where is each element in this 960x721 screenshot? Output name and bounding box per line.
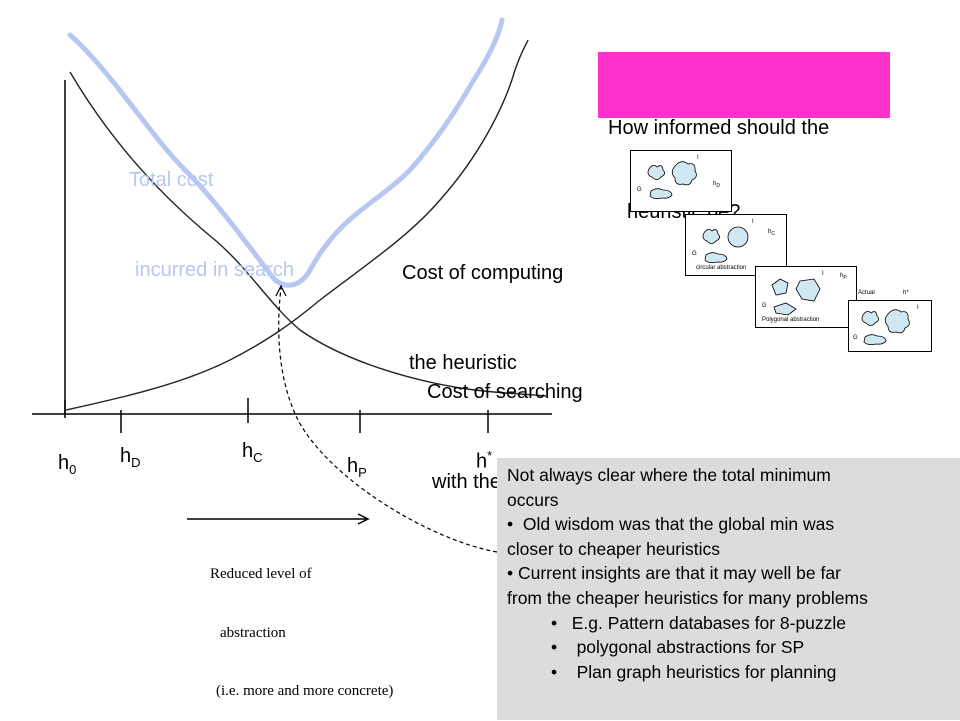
- tick-label-hc: hC: [242, 440, 263, 465]
- thumbnail-hstar-start: I: [917, 305, 919, 311]
- question-box: How informed should the heuristic be?: [598, 52, 890, 223]
- abstraction-arrowhead: [357, 513, 370, 525]
- tick-label-hd: hD: [120, 445, 141, 470]
- computing-cost-label-line1: Cost of computing: [402, 262, 564, 284]
- obstacle-map-hp: [771, 278, 821, 316]
- notes-line4: closer to cheaper heuristics: [507, 538, 721, 559]
- thumbnail-hc-start: I: [752, 219, 754, 225]
- thumbnail-hc-corner: hC: [768, 229, 775, 238]
- notes-line7: • E.g. Pattern databases for 8-puzzle: [551, 612, 847, 633]
- notes-line8: • polygonal abstractions for SP: [551, 637, 805, 658]
- searching-cost-curve: [69, 71, 547, 397]
- thumbnail-hc-goal: G: [692, 251, 697, 257]
- tick-label-hstar: h*: [476, 448, 493, 473]
- notes-box: Not always clear where the total minimum…: [497, 458, 960, 720]
- thumbnail-hstar-corner: h*: [903, 290, 909, 296]
- thumbnail-hd-goal: G: [637, 187, 642, 193]
- computing-cost-curve: [65, 39, 529, 411]
- notes-line3: • Old wisdom was that the global min was: [507, 514, 835, 535]
- abstraction-note-line1: Reduced level of: [210, 566, 312, 582]
- thumbnail-hp-corner: hP: [840, 273, 847, 282]
- minimum-pointer-arrowhead: [275, 284, 287, 297]
- notes-line2: occurs: [507, 489, 559, 510]
- obstacle-map-hc: [702, 226, 749, 264]
- total-cost-label-line2: incurred in search: [135, 259, 294, 281]
- thumbnail-hp: I G hP Polygonal abstraction: [755, 266, 857, 328]
- abstraction-note-line3: (i.e. more and more concrete): [216, 683, 394, 699]
- total-cost-curve: [67, 17, 505, 288]
- tick-label-hp: hP: [347, 455, 367, 480]
- abstraction-note-line2: abstraction: [220, 624, 286, 641]
- notes-line5: • Current insights are that it may well …: [507, 563, 841, 584]
- thumbnail-hstar-caption: Actual: [858, 290, 875, 296]
- thumbnail-hp-goal: G: [762, 303, 767, 309]
- computing-cost-label-line2: the heuristic: [409, 352, 517, 374]
- thumbnail-hc: I G hC circular abstraction: [685, 214, 787, 276]
- thumbnail-hd-corner: hD: [713, 181, 720, 190]
- thumbnail-hd-start: I: [697, 155, 699, 161]
- thumbnail-hp-start: I: [822, 271, 824, 277]
- searching-cost-label-line1: Cost of searching: [427, 381, 583, 403]
- minimum-pointer-arrow: [278, 287, 498, 553]
- total-cost-label-line1: Total cost: [129, 169, 214, 191]
- thumbnail-hstar-goal: G: [853, 335, 858, 341]
- abstraction-note: Reduced level of abstraction (i.e. more …: [210, 526, 393, 721]
- obstacle-map-hstar: [861, 309, 910, 346]
- computing-cost-label: Cost of computing the heuristic: [402, 198, 563, 408]
- thumbnail-hd: I G hD: [630, 150, 732, 212]
- question-line1: How informed should the: [608, 117, 830, 139]
- thumbnail-hc-caption: circular abstraction: [696, 265, 747, 271]
- tick-label-h0: h0: [58, 452, 77, 477]
- thumbnail-hp-caption: Polygonal abstraction: [762, 317, 820, 323]
- notes-line1: Not always clear where the total minimum: [507, 465, 831, 485]
- thumbnail-hstar: I G: [848, 300, 932, 352]
- obstacle-map-hd: [647, 161, 697, 200]
- notes-line6: from the cheaper heuristics for many pro…: [507, 587, 868, 608]
- notes-line9: • Plan graph heuristics for planning: [551, 661, 837, 682]
- total-cost-label: Total cost incurred in search: [129, 105, 294, 315]
